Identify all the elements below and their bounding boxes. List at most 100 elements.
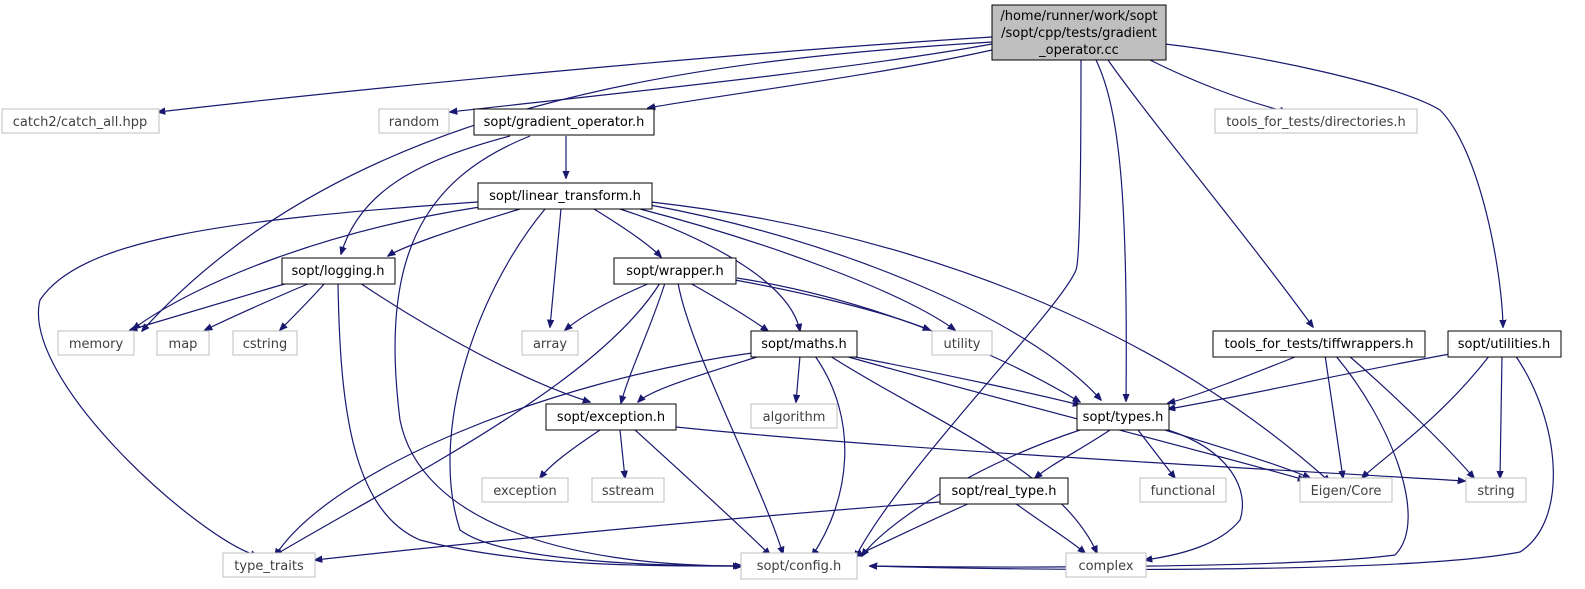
edge-utilities-string [1500, 354, 1502, 478]
node-label: tools_for_tests/directories.h [1226, 115, 1406, 130]
edge-real-type-complex [1014, 502, 1085, 553]
node-label: sopt/exception.h [557, 410, 665, 425]
node-wrapper[interactable]: sopt/wrapper.h [613, 257, 737, 285]
node-cstring[interactable]: cstring [232, 330, 298, 356]
node-label: cstring [243, 337, 287, 352]
node-label: tools_for_tests/tiffwrappers.h [1225, 337, 1414, 352]
node-label: algorithm [763, 410, 826, 425]
node-label: type_traits [234, 559, 304, 574]
edge-wrapper-exception-h [621, 282, 666, 403]
node-label: sopt/gradient_operator.h [484, 115, 645, 130]
edge-logging-config [337, 282, 742, 566]
edge-wrapper-array [565, 282, 651, 330]
node-catch-all[interactable]: catch2/catch_all.hpp [1, 108, 160, 134]
node-directories[interactable]: tools_for_tests/directories.h [1214, 108, 1418, 134]
edge-lt-types [649, 204, 1101, 400]
dependency-edges [37, 36, 1554, 569]
edge-tiff-types [1168, 354, 1301, 403]
node-exception-h[interactable]: sopt/exception.h [545, 403, 677, 431]
edge-lt-utility [639, 208, 955, 330]
node-label: catch2/catch_all.hpp [13, 115, 147, 130]
node-label: functional [1151, 484, 1216, 499]
node-linear-transform[interactable]: sopt/linear_transform.h [477, 182, 653, 210]
edge-logging-exception-h [359, 282, 590, 402]
node-root-file[interactable]: /home/runner/work/sopt /sopt/cpp/tests/g… [991, 4, 1167, 61]
edge-root-catch-all [158, 36, 993, 112]
node-sstream[interactable]: sstream [591, 477, 665, 503]
edge-maths-complex [829, 355, 1097, 553]
node-label: sopt/wrapper.h [626, 264, 723, 279]
node-type-traits[interactable]: type_traits [222, 552, 316, 578]
edge-tiff-string [1347, 354, 1474, 478]
node-algorithm[interactable]: algorithm [750, 403, 838, 429]
node-random[interactable]: random [378, 108, 450, 134]
edge-tiff-config [870, 354, 1409, 567]
node-map[interactable]: map [156, 330, 210, 356]
edge-types-functional [1137, 429, 1175, 478]
root-line-1: /home/runner/work/sopt [1000, 9, 1157, 24]
edge-real-type-config [855, 502, 971, 556]
node-exception[interactable]: exception [481, 477, 569, 503]
node-types[interactable]: sopt/types.h [1076, 403, 1170, 431]
edge-utilities-eigen [1362, 354, 1491, 478]
node-array[interactable]: array [521, 330, 579, 356]
node-eigen-core[interactable]: Eigen/Core [1299, 477, 1393, 503]
node-label: memory [69, 337, 124, 352]
edge-lt-array [550, 208, 562, 327]
node-label: Eigen/Core [1311, 484, 1382, 499]
node-label: string [1477, 484, 1514, 499]
node-logging[interactable]: sopt/logging.h [281, 257, 396, 285]
node-label: sopt/real_type.h [951, 484, 1056, 499]
edge-wrapper-utility [734, 279, 930, 330]
edge-root-utilities [1164, 43, 1503, 327]
edge-lt-memory [133, 206, 481, 329]
node-real-type[interactable]: sopt/real_type.h [939, 477, 1069, 505]
edge-gradient-config [394, 135, 740, 566]
node-utility[interactable]: utility [931, 330, 993, 356]
edge-lt-logging [388, 208, 521, 256]
node-label: sopt/logging.h [292, 264, 385, 279]
edge-wrapper-config [677, 282, 783, 554]
node-label: sopt/types.h [1083, 410, 1164, 425]
node-complex[interactable]: complex [1065, 552, 1147, 578]
node-maths[interactable]: sopt/maths.h [750, 330, 858, 358]
node-label: sopt/linear_transform.h [489, 189, 641, 204]
edge-root-tiffwrappers [1107, 59, 1313, 327]
nodes: /home/runner/work/sopt /sopt/cpp/tests/g… [1, 4, 1562, 580]
edge-root-config [855, 59, 1082, 558]
edge-maths-algorithm [796, 355, 801, 402]
edge-lt-type-traits [37, 201, 479, 556]
edge-maths-exception-h [638, 355, 761, 402]
node-tiffwrappers[interactable]: tools_for_tests/tiffwrappers.h [1212, 330, 1426, 358]
node-config[interactable]: sopt/config.h [740, 552, 858, 580]
node-gradient-operator[interactable]: sopt/gradient_operator.h [473, 108, 655, 136]
node-utilities[interactable]: sopt/utilities.h [1447, 330, 1562, 358]
edge-maths-config [812, 355, 846, 556]
root-line-3: _operator.cc [1038, 43, 1119, 58]
edge-root-random [450, 43, 993, 112]
edge-logging-memory [130, 282, 289, 330]
edge-types-real-type [1035, 429, 1111, 478]
edge-logging-cstring [280, 282, 326, 330]
edge-lt-wrapper [593, 208, 661, 257]
node-label: sopt/maths.h [761, 337, 847, 352]
node-label: sopt/config.h [757, 559, 842, 574]
edge-real-type-type-traits [315, 501, 941, 560]
edge-exc-h-sstream [619, 429, 625, 478]
edge-root-directories [1149, 59, 1287, 112]
edge-root-memory [142, 41, 993, 331]
edge-types-config [862, 429, 1081, 556]
edge-tiff-eigen [1324, 354, 1343, 478]
edge-wrapper-type-traits [275, 282, 661, 555]
node-string[interactable]: string [1465, 477, 1527, 503]
node-functional[interactable]: functional [1139, 477, 1227, 503]
edge-lt-config [449, 208, 742, 566]
node-label: array [533, 337, 567, 352]
node-label: sopt/utilities.h [1458, 337, 1550, 352]
edge-maths-type-traits [275, 352, 753, 556]
root-line-2: /sopt/cpp/tests/gradient [1001, 26, 1157, 41]
edge-gradient-logging [341, 135, 511, 254]
edge-utilities-types [1168, 353, 1451, 409]
node-memory[interactable]: memory [57, 330, 135, 356]
